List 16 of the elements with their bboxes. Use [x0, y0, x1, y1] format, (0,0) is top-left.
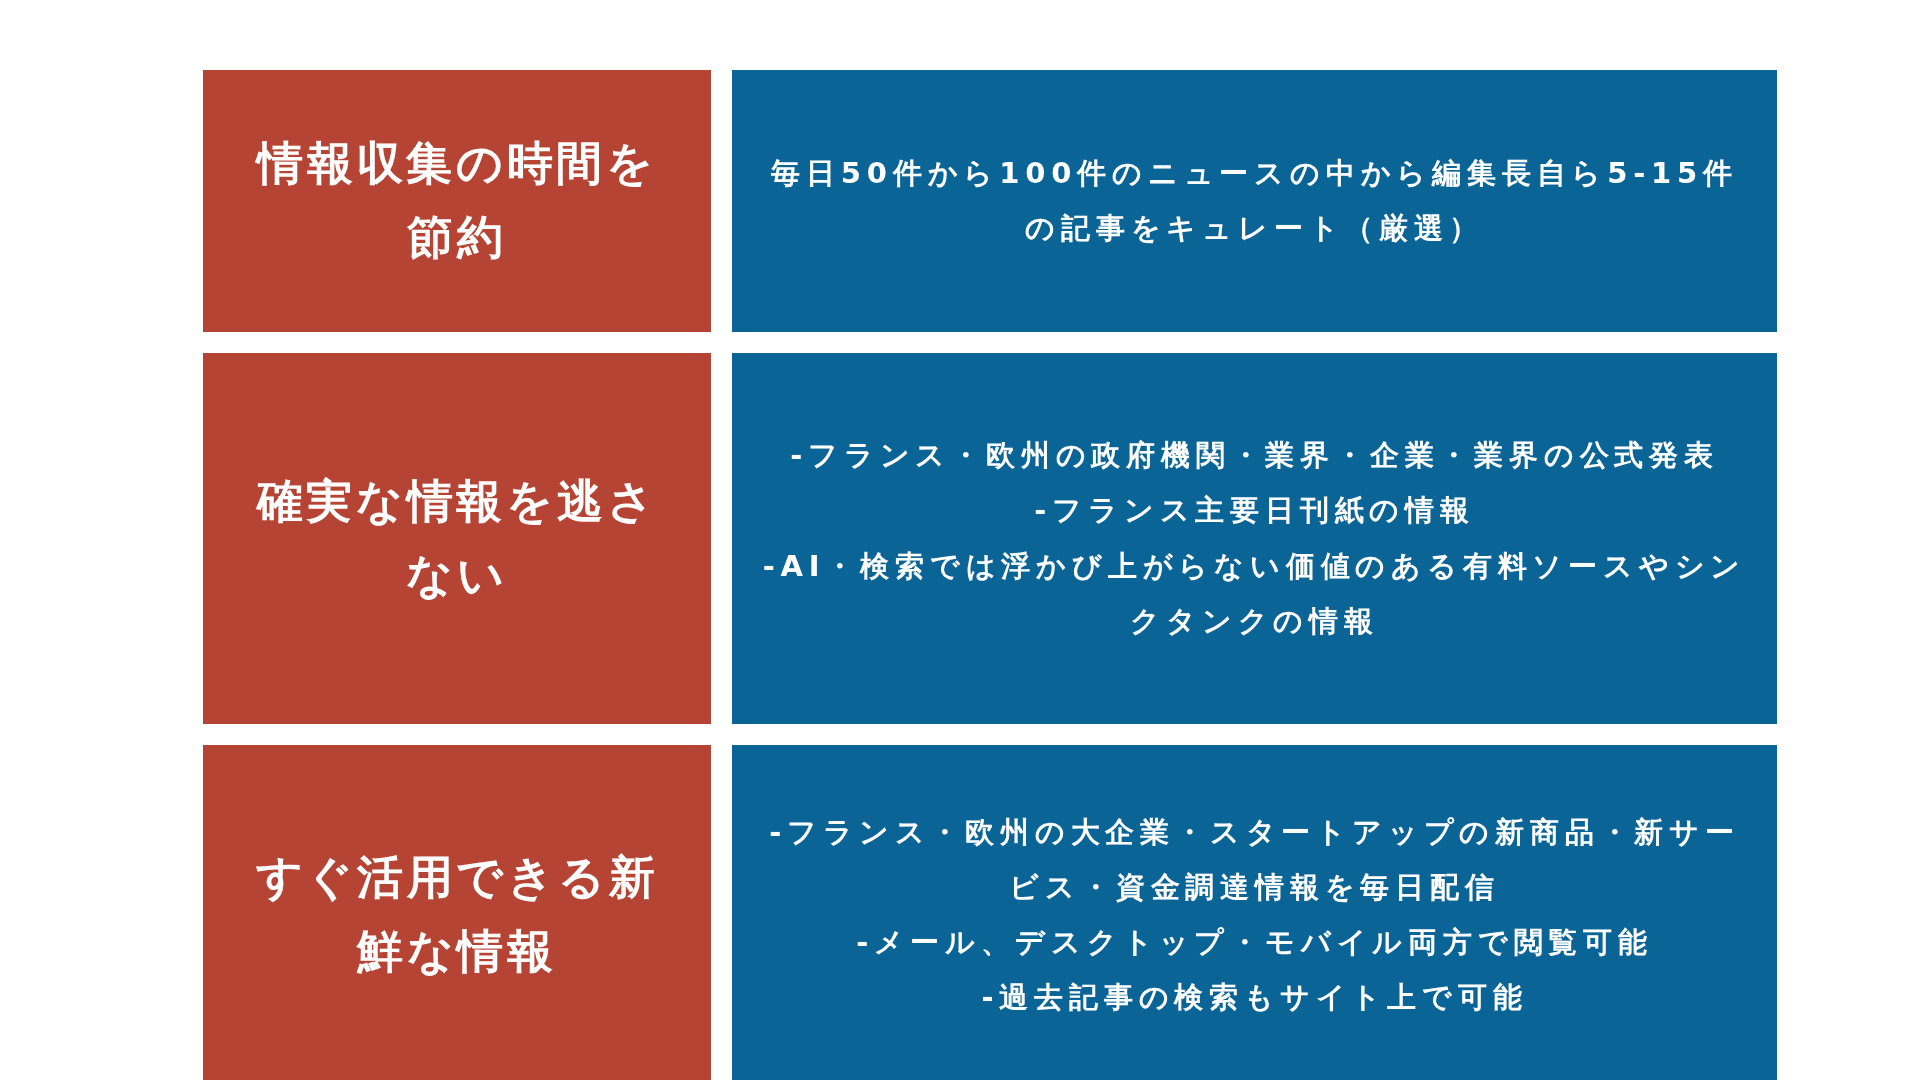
panel-heading: すぐ活用できる新鮮な情報	[254, 849, 660, 980]
heading-panel	[203, 353, 711, 724]
description-text: -フランス主要日刊紙の情報	[1034, 492, 1475, 530]
description-panel	[732, 745, 1777, 1080]
heading-panel	[203, 745, 711, 1080]
panel-heading: 情報収集の時間を節約	[254, 135, 658, 266]
panel-heading: 確実な情報を逃さない	[255, 472, 659, 604]
description-text: -AI・検索では浮かび上がらない価値のある有料ソースやシンクタンクの情報	[762, 547, 1747, 640]
description-text: -過去記事の検索もサイト上で可能	[981, 979, 1528, 1017]
description-text: -フランス・欧州の大企業・スタートアップの新商品・新サービス・資金調達情報を毎日配信	[768, 813, 1741, 906]
description-panel	[732, 70, 1777, 332]
heading-panel	[203, 70, 711, 332]
description-text: -フランス・欧州の政府機関・業界・企業・業界の公式発表	[790, 437, 1719, 475]
description-text: 毎日50件から100件のニュースの中から編集長自ら5-15件の記事をキュレート（厳選）	[770, 154, 1739, 247]
description-panel	[732, 353, 1777, 724]
description-text: -メール、デスクトップ・モバイル両方で閲覧可能	[856, 924, 1653, 961]
